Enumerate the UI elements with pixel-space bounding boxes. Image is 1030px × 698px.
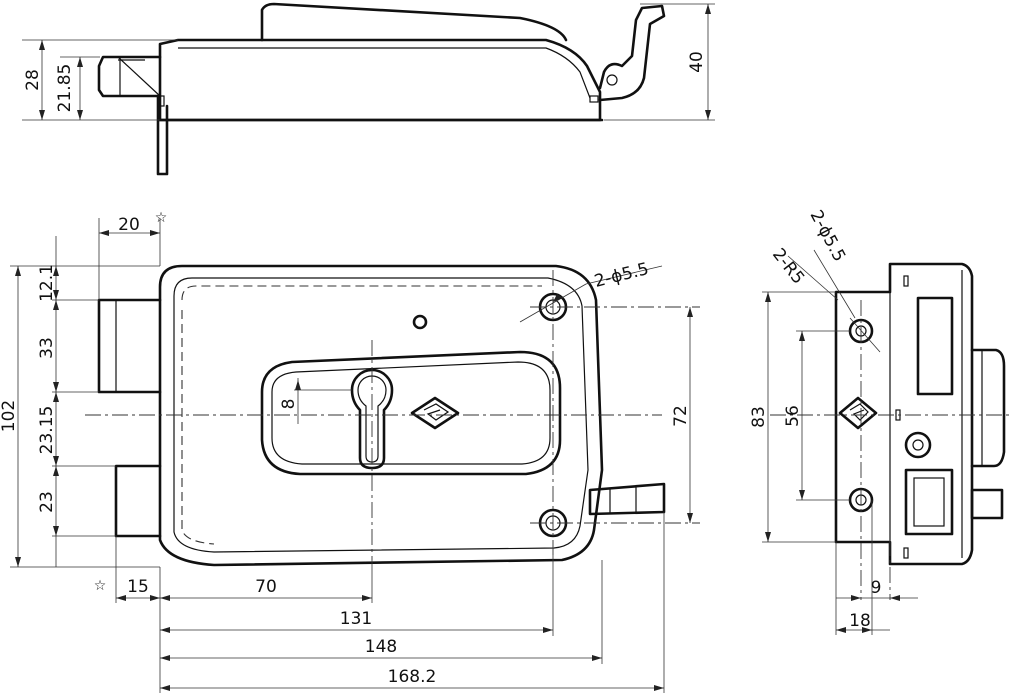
top-view: 28 21.85 40 [22,2,715,176]
hole-note-side: 2-ϕ5.5 [806,207,850,265]
dim-label-148: 148 [365,637,397,657]
star-mark-top: ☆ [155,210,168,226]
dim-label-33: 33 [37,337,57,359]
dim-label-12-1: 12.1 [37,264,57,302]
dim-label-15: 15 [127,577,149,597]
dim-top-28: 28 [23,69,43,91]
dim-label-23-15: 23.15 [37,406,57,455]
hole-note-front: 2-ϕ5.5 [592,259,650,292]
dim-top-40: 40 [687,51,707,73]
dim-label-70: 70 [255,577,277,597]
dim-label-72: 72 [671,405,691,427]
dim-top-21-85: 21.85 [55,64,75,113]
dim-label-9: 9 [871,578,882,598]
front-view: 20 ☆ 12.1 33 102 23.15 23 8 72 2-ϕ5.5 ☆ … [0,210,700,693]
dim-label-20: 20 [118,215,140,235]
diamond-logo-icon [410,396,460,430]
dim-label-131: 131 [340,609,372,629]
diamond-logo-icon-side [838,396,878,430]
dim-label-168-2: 168.2 [388,667,437,687]
dim-label-102: 102 [0,400,19,432]
dim-label-23: 23 [37,491,57,513]
dim-label-56: 56 [783,405,803,427]
dim-label-18: 18 [849,611,871,631]
dim-label-8: 8 [279,399,299,410]
dim-label-83: 83 [749,406,769,428]
side-view: 2-R5 2-ϕ5.5 83 56 9 18 [749,207,1010,635]
star-mark-bottom: ☆ [94,578,107,594]
radius-note-side: 2-R5 [768,245,808,289]
